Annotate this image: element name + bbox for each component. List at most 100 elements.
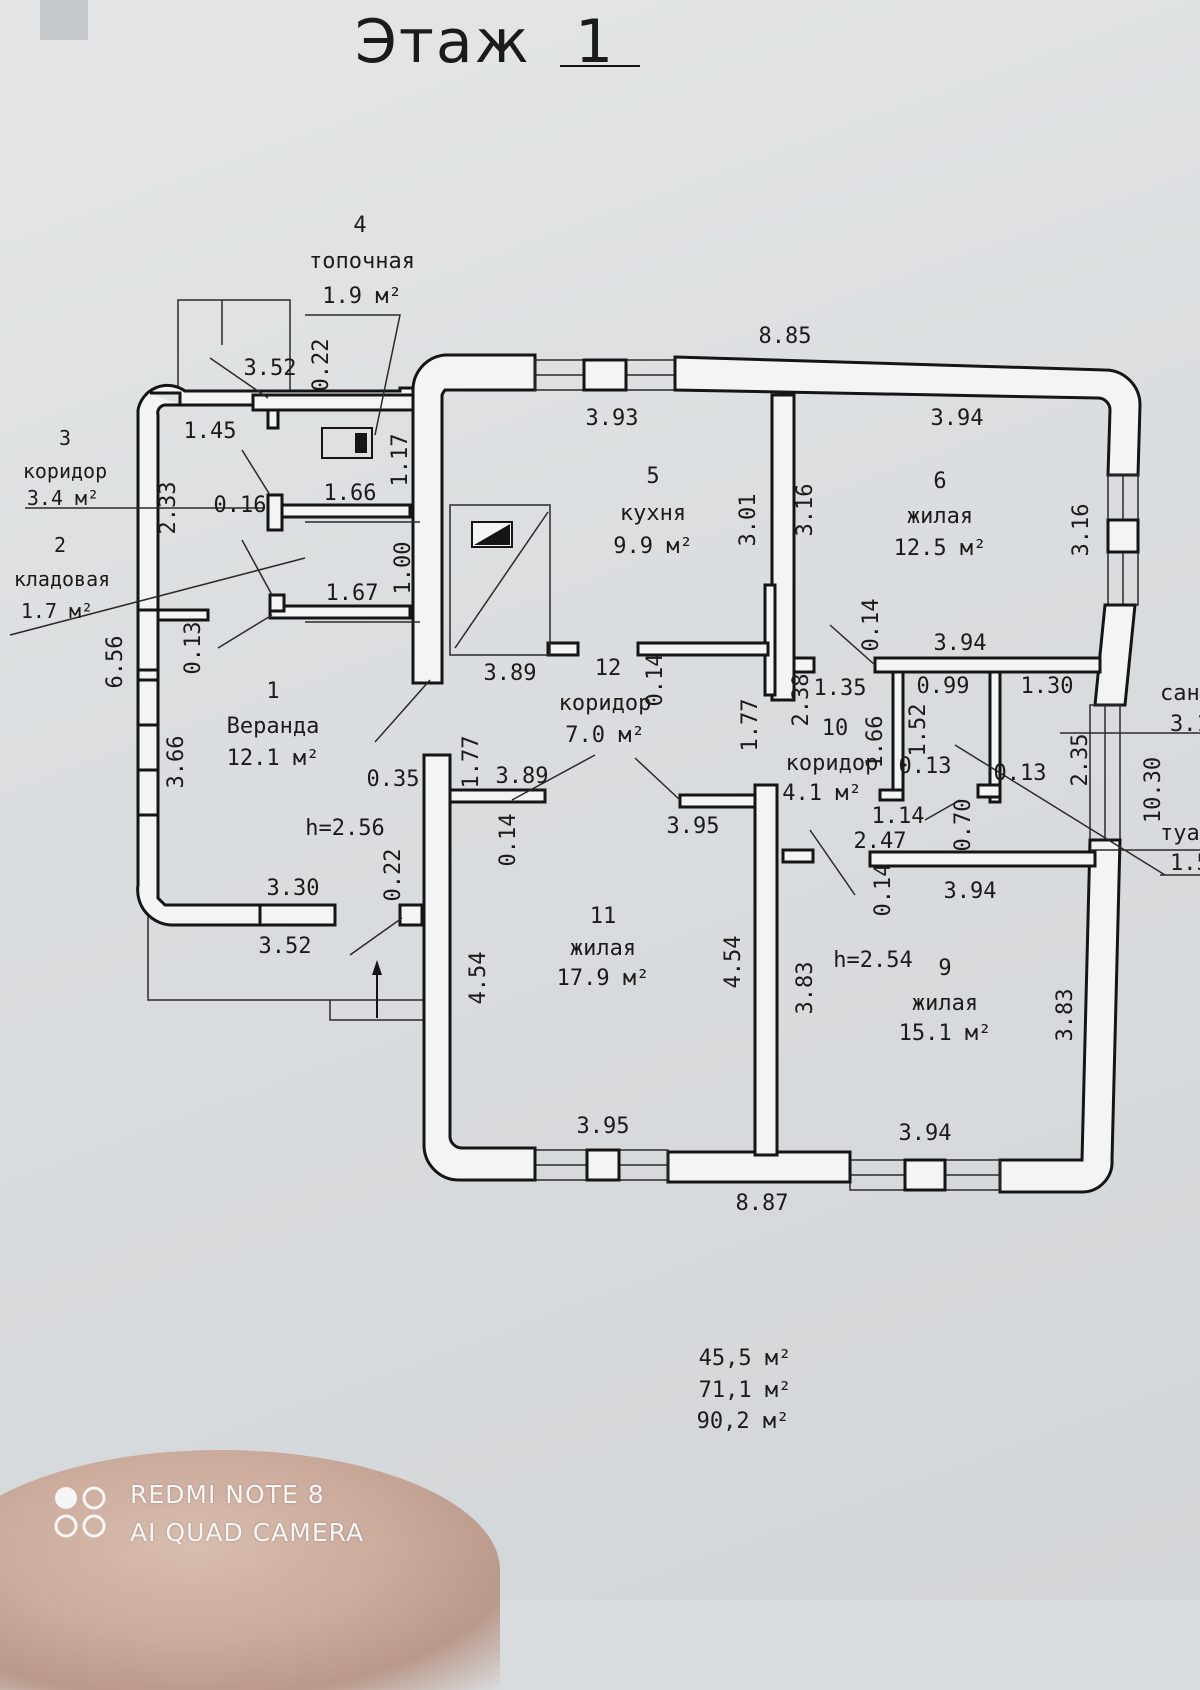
partition-room11-north: [448, 788, 547, 804]
leader-016: [241, 539, 273, 596]
room-number: 12: [595, 656, 622, 681]
room-name: коридор: [559, 691, 652, 716]
partition-room6-south: [873, 656, 1102, 674]
partition-mid-2: [268, 604, 412, 620]
room-6-label: 6 жилая 12.5 м²: [894, 469, 987, 561]
room-number: 1: [266, 679, 279, 704]
wall-southeast: [998, 838, 1122, 1194]
room-area: 1.7 м²: [21, 599, 93, 623]
dim-383-a: 3.83: [793, 962, 818, 1015]
wall-southwest: [422, 753, 537, 1182]
dim-top-total: 8.85: [759, 324, 812, 349]
stove-fill-icon: [474, 524, 510, 545]
wall-kitchen-stub: [763, 583, 777, 697]
dim-035: 0.35: [367, 767, 420, 792]
partition-stub-2: [266, 493, 284, 532]
leader-014: [829, 624, 876, 666]
dim-167: 1.67: [326, 581, 379, 606]
stair-diagonal: [454, 511, 549, 649]
partition-kitchen-stub: [546, 641, 580, 657]
dim-352-bot: 3.52: [259, 934, 312, 959]
leader-352: [209, 357, 269, 399]
dim-135: 1.35: [814, 676, 867, 701]
wall-kitchen-room6: [770, 393, 796, 702]
room-area: 4.1 м²: [782, 781, 861, 806]
camera-watermark: REDMI NOTE 8 AI QUAD CAMERA: [50, 1478, 390, 1548]
veranda-window-3: [136, 768, 160, 817]
dim-177-left: 1.77: [459, 736, 484, 789]
dim-022-bot: 0.22: [381, 849, 406, 902]
dim-014-a: 0.14: [643, 654, 668, 707]
dim-247: 2.47: [854, 829, 907, 854]
camera-tagline: AI QUAD CAMERA: [130, 1518, 365, 1547]
room-4-label: 4 топочная 1.9 м²: [309, 213, 415, 309]
dim-130: 1.30: [1021, 674, 1074, 699]
room-name: жилая: [570, 936, 636, 961]
area-summary: 45,5 м² 71,1 м² 90,2 м²: [697, 1346, 792, 1434]
partition-hall-south: [678, 793, 757, 809]
room-name: коридор: [23, 459, 107, 483]
leader-389: [511, 754, 596, 801]
room-name: жилая: [907, 504, 973, 529]
window-kitchen-pier: [582, 358, 628, 392]
dim-177-mid: 1.77: [738, 699, 763, 752]
leader-145: [241, 449, 271, 496]
room-number: 2: [54, 533, 66, 557]
dim-394-b: 3.94: [934, 631, 987, 656]
room-5-label: 5 кухня 9.9 м²: [613, 464, 692, 559]
dim-330: 3.30: [267, 876, 320, 901]
window-south-2-pier: [903, 1158, 947, 1192]
leader-veranda-door: [374, 679, 431, 743]
paper-edge: [40, 0, 88, 40]
dim-393: 3.93: [586, 406, 639, 431]
dim-117: 1.17: [388, 434, 413, 487]
room-11-label: 11 жилая 17.9 м²: [557, 904, 650, 991]
dim-233: 2.33: [156, 482, 181, 535]
room-name: Веранда: [227, 714, 320, 739]
leader-room2: [9, 557, 306, 636]
house-height: h=2.54: [833, 948, 912, 973]
leader-114: [924, 799, 961, 821]
door-post: [398, 903, 424, 927]
partition-stub-1: [266, 408, 280, 430]
wall-east-mid: [1093, 603, 1137, 707]
window-east-pier: [1106, 518, 1140, 554]
room-9-label: 9 жилая 15.1 м²: [899, 956, 992, 1046]
partition-top: [251, 393, 415, 412]
dim-left-total: 6.56: [103, 636, 128, 689]
veranda-height: h=2.56: [305, 816, 384, 841]
dim-394-c: 3.94: [944, 879, 997, 904]
camera-model: REDMI NOTE 8: [130, 1480, 325, 1509]
stair-box: [449, 504, 551, 656]
room-12-label: 12 коридор 7.0 м²: [559, 656, 652, 748]
room-10-label: 10 коридор 4.1 м²: [782, 716, 878, 806]
wall-northwest: [411, 353, 537, 685]
summary-line-3: 90,2 м²: [697, 1409, 790, 1434]
room-toilet-label: туа: [1160, 821, 1200, 846]
partition-room9-stub: [781, 848, 815, 864]
room-2-label: 2 кладовая 1.7 м²: [14, 533, 110, 623]
room-name: коридор: [786, 751, 879, 776]
room-number: 3: [59, 426, 71, 450]
room-toilet-area: 1.5: [1170, 851, 1200, 876]
leader-toilet: [954, 744, 1166, 876]
dim-152: 1.52: [906, 704, 931, 757]
partition-mid-1: [268, 503, 412, 519]
dim-014-d: 0.14: [871, 864, 896, 917]
boiler-icon: [321, 427, 373, 459]
steps-line: [329, 1000, 425, 1021]
dim-014-b: 0.14: [496, 814, 521, 867]
veranda-window-4: [258, 903, 337, 927]
dim-395-a: 3.95: [667, 814, 720, 839]
dim-166: 1.66: [324, 481, 377, 506]
room-area: 9.9 м²: [613, 534, 692, 559]
wall-bath-foot: [878, 788, 905, 802]
veranda-window-2: [136, 678, 160, 727]
room-1-label: 1 Веранда 12.1 м²: [227, 679, 320, 771]
dim-454-b: 4.54: [721, 936, 746, 989]
dim-238: 2.38: [789, 674, 814, 727]
entry-arrow-icon: [372, 960, 382, 975]
summary-line-1: 45,5 м²: [699, 1346, 792, 1371]
dim-366: 3.66: [164, 736, 189, 789]
dim-301: 3.01: [736, 494, 761, 547]
